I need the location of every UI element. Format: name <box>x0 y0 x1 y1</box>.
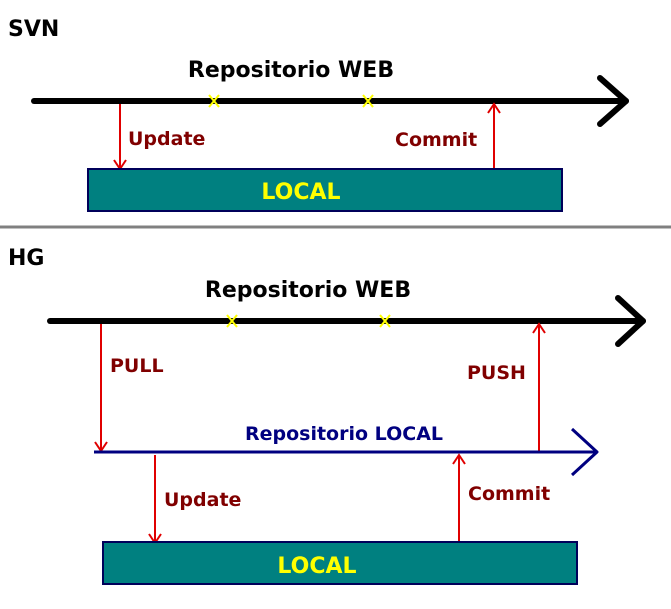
hg-update-arrow <box>148 455 162 545</box>
hg-push-arrow <box>532 322 546 451</box>
svn-update-arrow <box>113 104 127 171</box>
hg-local-repo-arrowhead <box>570 427 599 477</box>
hg-pull-arrow <box>94 324 108 453</box>
svn-commit-label: Commit <box>395 129 477 151</box>
hg-update-label: Update <box>164 489 241 511</box>
hg-commit-marker <box>379 314 391 328</box>
svn-commit-marker <box>362 94 374 108</box>
svn-commit-arrow <box>487 102 501 169</box>
svn-update-label: Update <box>128 128 205 150</box>
hg-commit-arrow <box>452 453 466 542</box>
hg-repo-web-label: Repositorio WEB <box>205 278 411 303</box>
svn-repo-web-label: Repositorio WEB <box>188 58 394 83</box>
svn-local-box <box>87 168 563 212</box>
svn-section-label: SVN <box>8 17 59 42</box>
hg-commit-marker <box>226 314 238 328</box>
hg-repo-local-label: Repositorio LOCAL <box>245 423 443 445</box>
hg-timeline-arrowhead <box>615 295 646 347</box>
hg-section: HG Repositorio WEB PULL PUSH Repositorio… <box>8 246 646 585</box>
hg-commit-label: Commit <box>468 483 550 505</box>
hg-local-label: LOCAL <box>277 554 356 579</box>
hg-local-box <box>102 541 578 585</box>
svn-commit-marker <box>208 94 220 108</box>
hg-pull-label: PULL <box>110 355 164 377</box>
svn-section: SVN Repositorio WEB Update Commit LOCAL <box>8 17 629 212</box>
hg-section-label: HG <box>8 246 44 271</box>
hg-push-label: PUSH <box>467 362 526 384</box>
svn-local-label: LOCAL <box>261 180 340 205</box>
svn-timeline-arrowhead <box>597 75 629 127</box>
